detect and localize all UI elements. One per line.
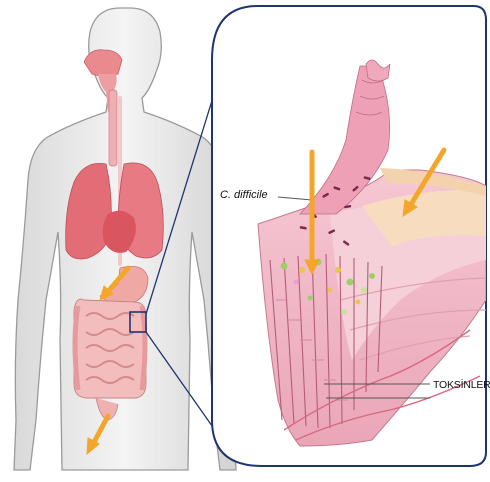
sinus-organ [84, 50, 122, 76]
zoom-panel [212, 6, 486, 466]
toxins-label: TOKSİNLER [433, 379, 490, 391]
human-body [14, 8, 236, 470]
trachea-organ [109, 90, 117, 166]
bacterium-label: C. difficile [220, 189, 268, 201]
